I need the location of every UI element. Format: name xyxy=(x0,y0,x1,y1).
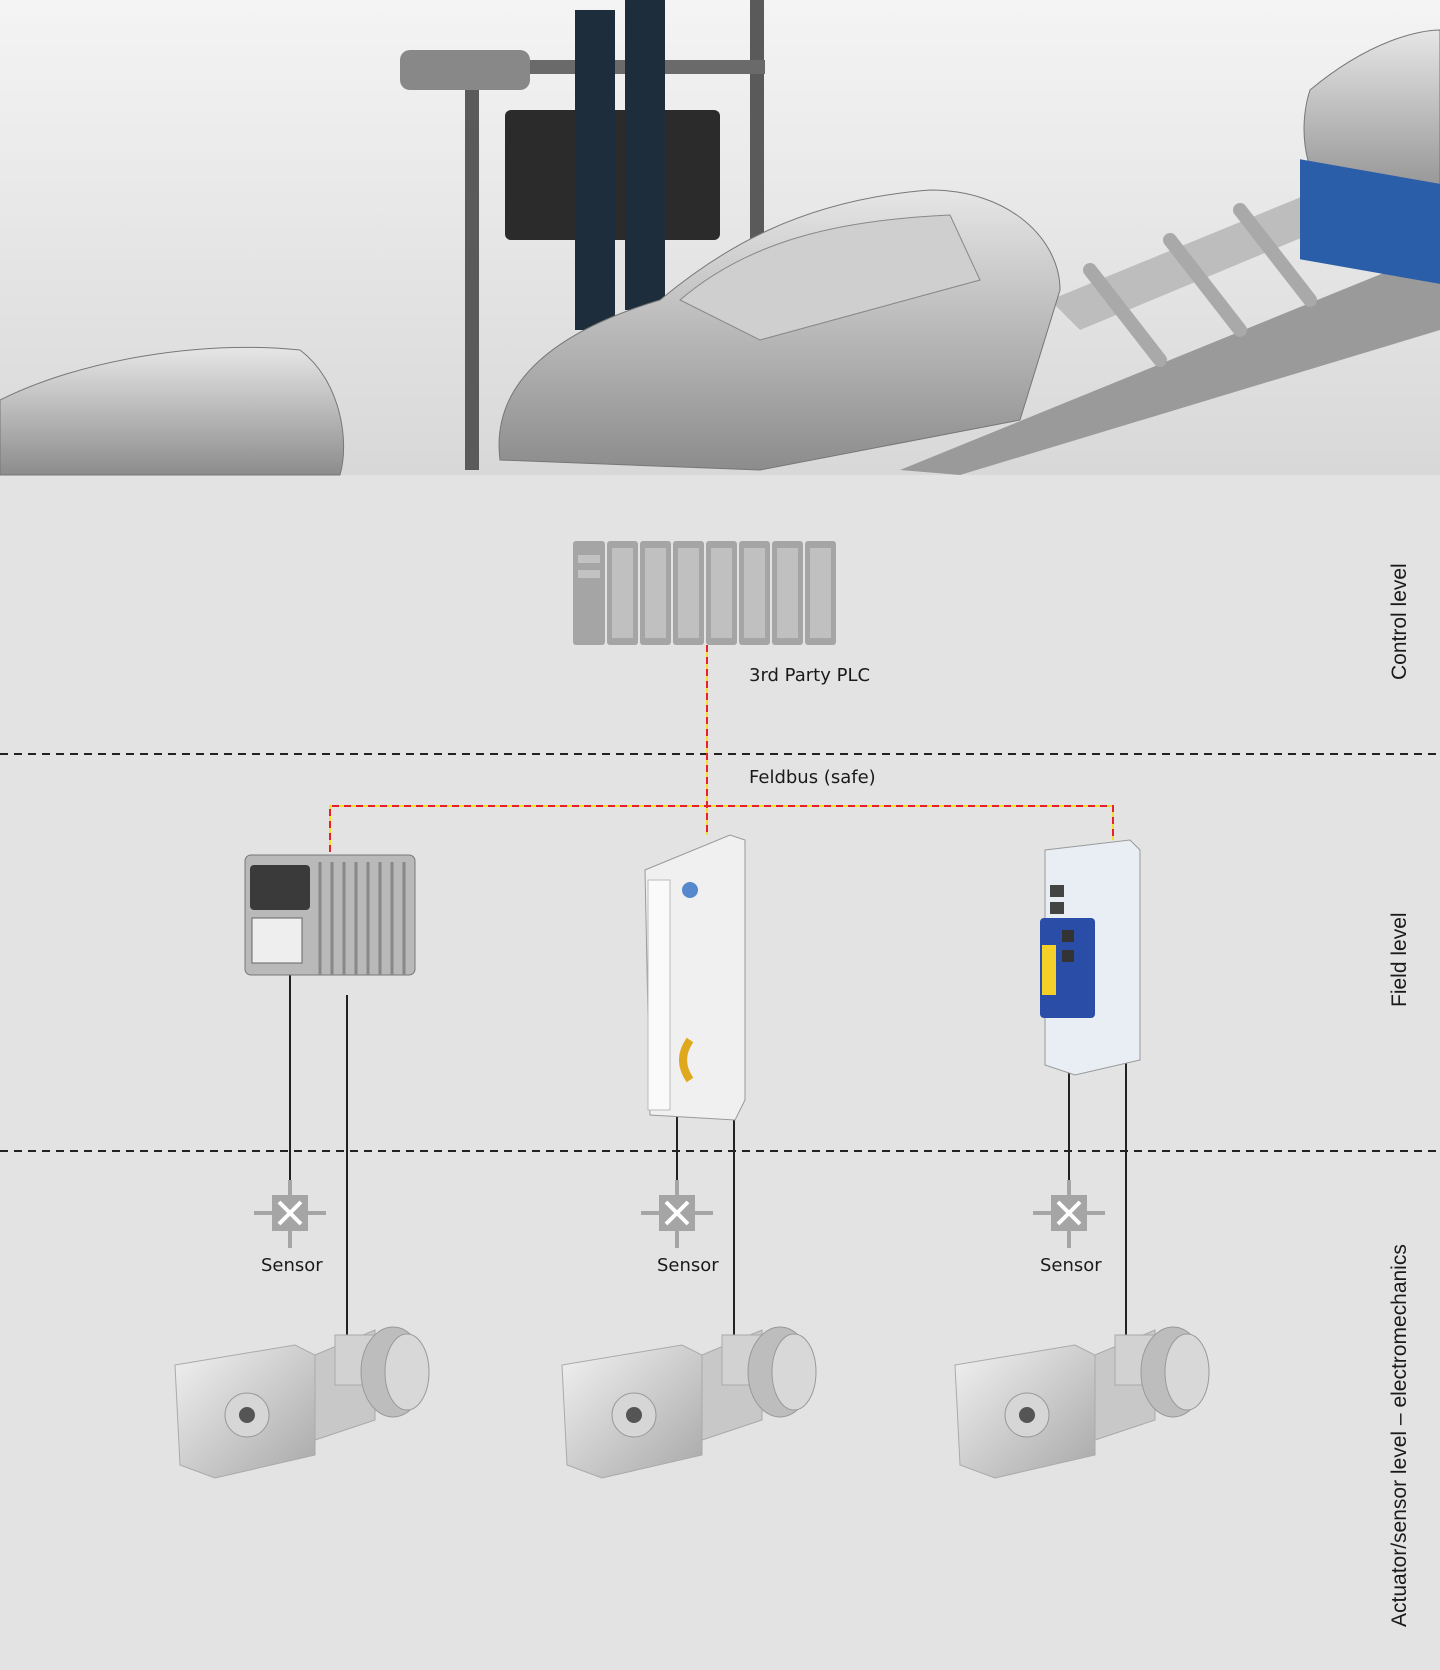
plc-slot xyxy=(673,541,704,645)
geared-motor xyxy=(954,1326,1210,1479)
sensor-icon xyxy=(1033,1180,1105,1248)
control-level-label: Control level xyxy=(1388,563,1411,680)
production-line-photo xyxy=(0,0,1440,476)
inverter-cabinet xyxy=(644,834,746,1121)
fieldbus-line xyxy=(329,645,1114,852)
plc-label: 3rd Party PLC xyxy=(749,665,871,686)
sensor-label-2: Sensor xyxy=(657,1255,719,1276)
fieldbus-label: Feldbus (safe) xyxy=(749,767,876,788)
car-body-left xyxy=(0,346,345,476)
actuator-level-label: Actuator/sensor level – electromechanics xyxy=(1388,1244,1411,1627)
plc-rack xyxy=(573,541,836,645)
plc-slot xyxy=(607,541,638,645)
sensor-label-1: Sensor xyxy=(261,1255,323,1276)
sensor-icon xyxy=(254,1180,326,1248)
plc-slot xyxy=(772,541,803,645)
inverter-decentral xyxy=(244,854,416,976)
servo-inverter xyxy=(1040,839,1141,1076)
plc-slot xyxy=(805,541,836,645)
wiring xyxy=(289,975,1127,1335)
plc-slot xyxy=(640,541,671,645)
field-level-label: Field level xyxy=(1388,912,1411,1007)
geared-motor xyxy=(174,1326,430,1479)
conveyor-rail xyxy=(900,250,1440,475)
sensor-icon xyxy=(641,1180,713,1248)
car-body-right xyxy=(1303,29,1440,211)
gantry-frame xyxy=(465,70,479,470)
geared-motor xyxy=(561,1326,817,1479)
plc-slot xyxy=(706,541,737,645)
sensor-label-3: Sensor xyxy=(1040,1255,1102,1276)
plc-slot xyxy=(739,541,770,645)
